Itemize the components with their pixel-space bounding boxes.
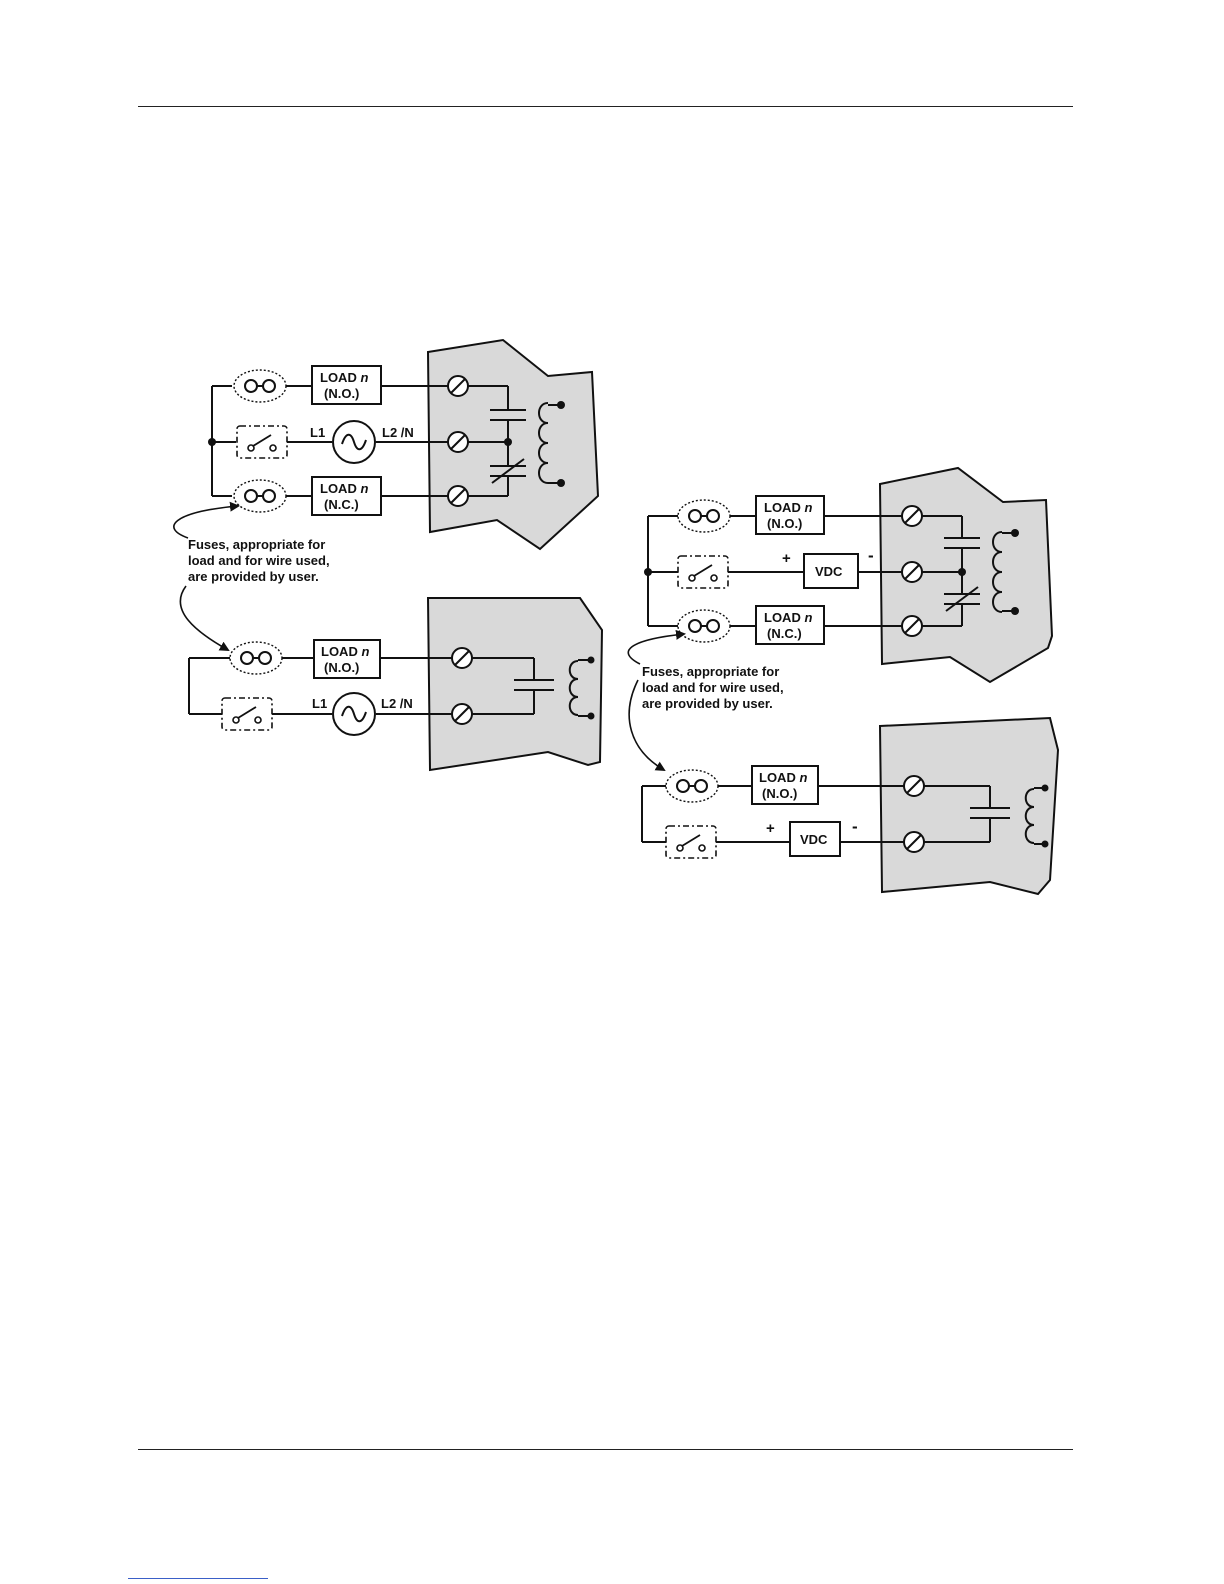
ac-source-icon	[333, 421, 375, 463]
svg-text:(N.C.): (N.C.)	[324, 497, 359, 512]
minus-label: -	[852, 817, 858, 836]
svg-text:are provided by user.: are provided by user.	[188, 569, 319, 584]
terminal-screw-icon	[448, 432, 468, 452]
terminal-screw-icon	[904, 832, 924, 852]
terminal-screw-icon	[448, 376, 468, 396]
fuse-icon	[666, 770, 718, 802]
load-no-box: LOAD n (N.O.)	[756, 496, 824, 534]
plus-label: +	[782, 550, 791, 567]
switch-icon	[678, 556, 728, 588]
svg-text:Fuses, appropriate for: Fuses, appropriate for	[188, 537, 325, 552]
switch-icon	[237, 426, 287, 458]
terminal-screw-icon	[902, 506, 922, 526]
svg-text:VDC: VDC	[815, 564, 843, 579]
load-no-box: LOAD n (N.O.)	[314, 640, 380, 678]
svg-text:LOAD n: LOAD n	[764, 500, 812, 515]
switch-icon	[666, 826, 716, 858]
terminal-screw-icon	[452, 704, 472, 724]
l2-label: L2 /N	[381, 696, 413, 711]
terminal-screw-icon	[902, 562, 922, 582]
vdc-source-box: VDC	[804, 554, 858, 588]
dc-normally-open-circuit: VDC + - LOAD n (N.O.)	[642, 718, 1058, 894]
svg-text:(N.C.): (N.C.)	[767, 626, 802, 641]
fuse-icon	[678, 500, 730, 532]
svg-text:LOAD n: LOAD n	[759, 770, 807, 785]
pointer-arrow	[628, 634, 684, 664]
fuse-icon	[234, 370, 286, 402]
svg-text:(N.O.): (N.O.)	[762, 786, 797, 801]
svg-text:LOAD n: LOAD n	[321, 644, 369, 659]
svg-text:Fuses, appropriate for: Fuses, appropriate for	[642, 664, 779, 679]
terminal-screw-icon	[904, 776, 924, 796]
svg-text:LOAD n: LOAD n	[764, 610, 812, 625]
svg-text:LOAD n: LOAD n	[320, 370, 368, 385]
svg-text:are provided by user.: are provided by user.	[642, 696, 773, 711]
l2-label: L2 /N	[382, 425, 414, 440]
load-nc-box: LOAD n (N.C.)	[756, 606, 824, 644]
ac-source-icon	[333, 693, 375, 735]
fuse-icon	[230, 642, 282, 674]
vdc-source-box: VDC	[790, 822, 840, 856]
fuse-icon	[678, 610, 730, 642]
ac-changeover-circuit: LOAD n (N.O.) LOAD n (N.C.) L1 L2 /N	[208, 340, 598, 549]
ac-normally-open-circuit: LOAD n (N.O.) L1 L2 /N	[189, 598, 602, 770]
fuse-note-left: Fuses, appropriate for load and for wire…	[174, 506, 330, 650]
dc-changeover-circuit: VDC + - LOAD n (N.O.) LOAD n (N.C.)	[644, 468, 1052, 682]
load-no-box: LOAD n (N.O.)	[752, 766, 818, 804]
svg-text:VDC: VDC	[800, 832, 828, 847]
pointer-arrow	[180, 586, 228, 650]
svg-text:load and for wire used,: load and for wire used,	[188, 553, 330, 568]
terminal-screw-icon	[452, 648, 472, 668]
load-no-box: LOAD n (N.O.)	[312, 366, 381, 404]
svg-text:(N.O.): (N.O.)	[324, 660, 359, 675]
svg-text:load and for wire used,: load and for wire used,	[642, 680, 784, 695]
svg-text:(N.O.): (N.O.)	[767, 516, 802, 531]
svg-text:(N.O.): (N.O.)	[324, 386, 359, 401]
load-nc-box: LOAD n (N.C.)	[312, 477, 381, 515]
terminal-screw-icon	[902, 616, 922, 636]
svg-text:LOAD n: LOAD n	[320, 481, 368, 496]
fuse-icon	[234, 480, 286, 512]
l1-label: L1	[312, 696, 327, 711]
minus-label: -	[868, 546, 874, 565]
terminal-screw-icon	[448, 486, 468, 506]
plus-label: +	[766, 820, 775, 837]
device-housing	[428, 598, 602, 770]
l1-label: L1	[310, 425, 325, 440]
pointer-arrow	[174, 506, 238, 538]
fuse-note-right: Fuses, appropriate for load and for wire…	[628, 634, 783, 770]
switch-icon	[222, 698, 272, 730]
